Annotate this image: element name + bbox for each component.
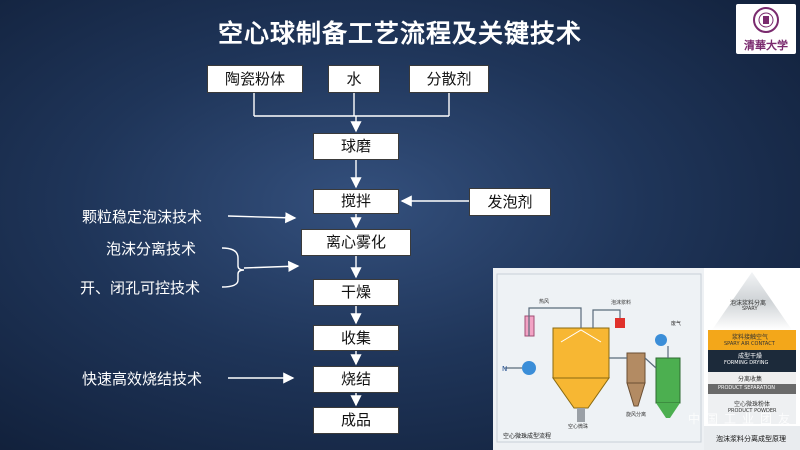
spray-dryer-schematic: N 热风 泡沫浆料 废气 空心微珠 旋风分离 空心微珠成型流程 <box>496 273 702 443</box>
separation-principle-graphic <box>704 268 800 450</box>
step-stirring: 搅拌 <box>313 189 399 214</box>
item-1-en: SPARY AIR CONTACT <box>724 341 775 347</box>
label-hot-air: 热风 <box>539 298 549 305</box>
tsinghua-seal-icon: 清華大学 <box>744 7 788 52</box>
tech-foam-separation: 泡沫分离技术 <box>106 240 197 258</box>
page-title: 空心球制备工艺流程及关键技术 <box>217 19 582 48</box>
item-2-en: FORMING DRYING <box>724 360 769 366</box>
item-4-cn: 空心微珠粉体 <box>734 401 771 408</box>
item-2-cn: 成型干燥 <box>738 353 763 360</box>
step-product: 成品 <box>313 407 399 434</box>
item-0-cn: 泡沫浆料分离 <box>730 300 767 307</box>
label-hollow-beads: 空心微珠 <box>568 423 588 430</box>
label-foam-slurry: 泡沫浆料 <box>611 299 631 306</box>
step-centrifugal-atomization: 离心雾化 <box>301 229 411 256</box>
watermark: 中国工业团友 <box>688 412 797 426</box>
logo-text: 清華大学 <box>744 38 788 52</box>
tsinghua-logo: 清華大学 <box>736 4 796 54</box>
input-dispersant: 分散剂 <box>409 65 489 93</box>
item-4-en: PRODUCT POWDER <box>728 408 777 414</box>
spray-drying-photo: N 热风 泡沫浆料 废气 空心微珠 旋风分离 空心微珠成型流程 <box>493 268 800 450</box>
tech-particle-foam: 颗粒稳定泡沫技术 <box>82 208 203 226</box>
tech-pore-control: 开、闭孔可控技术 <box>80 279 201 297</box>
label-exhaust: 废气 <box>671 320 681 327</box>
item-1-cn: 浆料接触空气 <box>732 334 769 341</box>
item-3-en: PRODUCT SEPARATION <box>718 385 776 391</box>
item-3-cn: 分离收集 <box>738 376 763 383</box>
separation-principle-panel: 泡沫浆料分离 SPARY 浆料接触空气 SPARY AIR CONTACT 成型… <box>704 268 800 450</box>
nitrogen-label: N <box>502 365 507 373</box>
foaming-agent-box: 发泡剂 <box>469 188 551 216</box>
step-ball-milling: 球磨 <box>313 133 399 160</box>
item-0-en: SPARY <box>742 306 758 312</box>
step-drying: 干燥 <box>313 279 399 306</box>
step-sintering: 烧结 <box>313 366 399 393</box>
tech-fast-sintering: 快速高效烧结技术 <box>82 370 203 388</box>
photo-left-caption: 空心微珠成型流程 <box>503 432 551 440</box>
step-collection: 收集 <box>313 325 399 351</box>
input-ceramic-powder: 陶瓷粉体 <box>207 65 303 93</box>
photo-right-caption: 泡沫浆料分离成型原理 <box>716 435 786 443</box>
input-water: 水 <box>328 65 380 93</box>
label-cyclone: 旋风分离 <box>626 411 646 418</box>
